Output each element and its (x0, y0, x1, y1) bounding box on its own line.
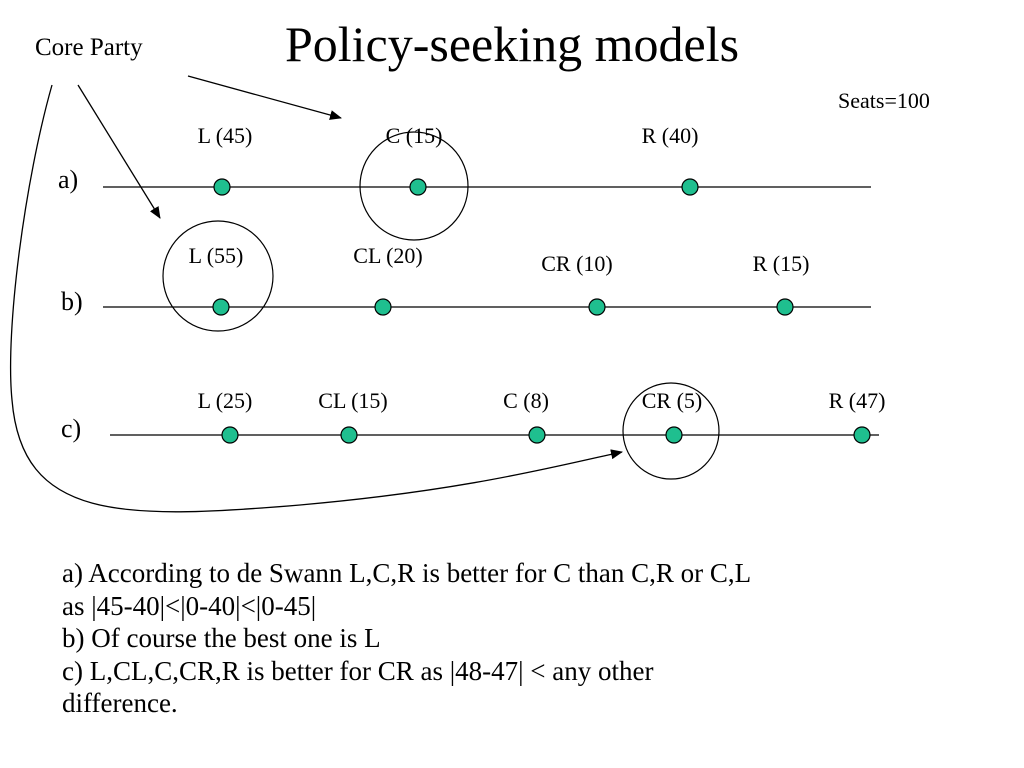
party-dot-b-r (776, 298, 794, 316)
party-label-b-r: R (15) (752, 251, 810, 276)
party-dot-a-c (409, 178, 427, 196)
explanation-text: a) According to de Swann L,C,R is better… (62, 557, 982, 720)
party-label-a-l: L (45) (197, 123, 253, 148)
explanation-line: b) Of course the best one is L (62, 623, 381, 653)
party-label-c-l: L (25) (197, 388, 253, 413)
row-label-a: a) (58, 165, 79, 194)
party-label-b-cl: CL (20) (353, 243, 423, 268)
core-circle-b (162, 220, 274, 332)
row-label-b: b) (61, 287, 83, 316)
party-label-b-l: L (55) (188, 243, 244, 268)
party-label-c-r: R (47) (828, 388, 886, 413)
party-dot-c-c (528, 426, 546, 444)
core-circle-c (622, 382, 720, 480)
party-label-c-cr: CR (5) (641, 388, 703, 413)
core-arrow-a (187, 75, 342, 120)
party-label-b-cr: CR (10) (541, 251, 613, 276)
core-arrow-b (77, 84, 161, 219)
core-arrow-c (9, 84, 623, 513)
party-dot-c-cr (665, 426, 683, 444)
party-label-c-c: C (8) (503, 388, 549, 413)
party-dot-a-l (213, 178, 231, 196)
party-label-c-cl: CL (15) (318, 388, 388, 413)
page-title: Policy-seeking models (284, 16, 740, 72)
explanation-line: a) According to de Swann L,C,R is better… (62, 558, 752, 588)
core-circle-a (359, 131, 469, 241)
party-dot-a-r (681, 178, 699, 196)
explanation-line: difference. (62, 688, 178, 718)
party-dot-c-r (853, 426, 871, 444)
row-label-c: c) (61, 414, 82, 443)
party-dot-c-cl (340, 426, 358, 444)
party-label-a-r: R (40) (641, 123, 699, 148)
explanation-line: as |45-40|<|0-40|<|0-45| (62, 590, 317, 621)
explanation-line: c) L,CL,C,CR,R is better for CR as |48-4… (62, 655, 654, 686)
party-dot-c-l (221, 426, 239, 444)
core-party-label: Core Party (35, 34, 143, 61)
party-dot-b-cr (588, 298, 606, 316)
party-dot-b-cl (374, 298, 392, 316)
party-dot-b-l (212, 298, 230, 316)
party-label-a-c: C (15) (385, 123, 443, 148)
seats-label: Seats=100 (838, 88, 930, 113)
